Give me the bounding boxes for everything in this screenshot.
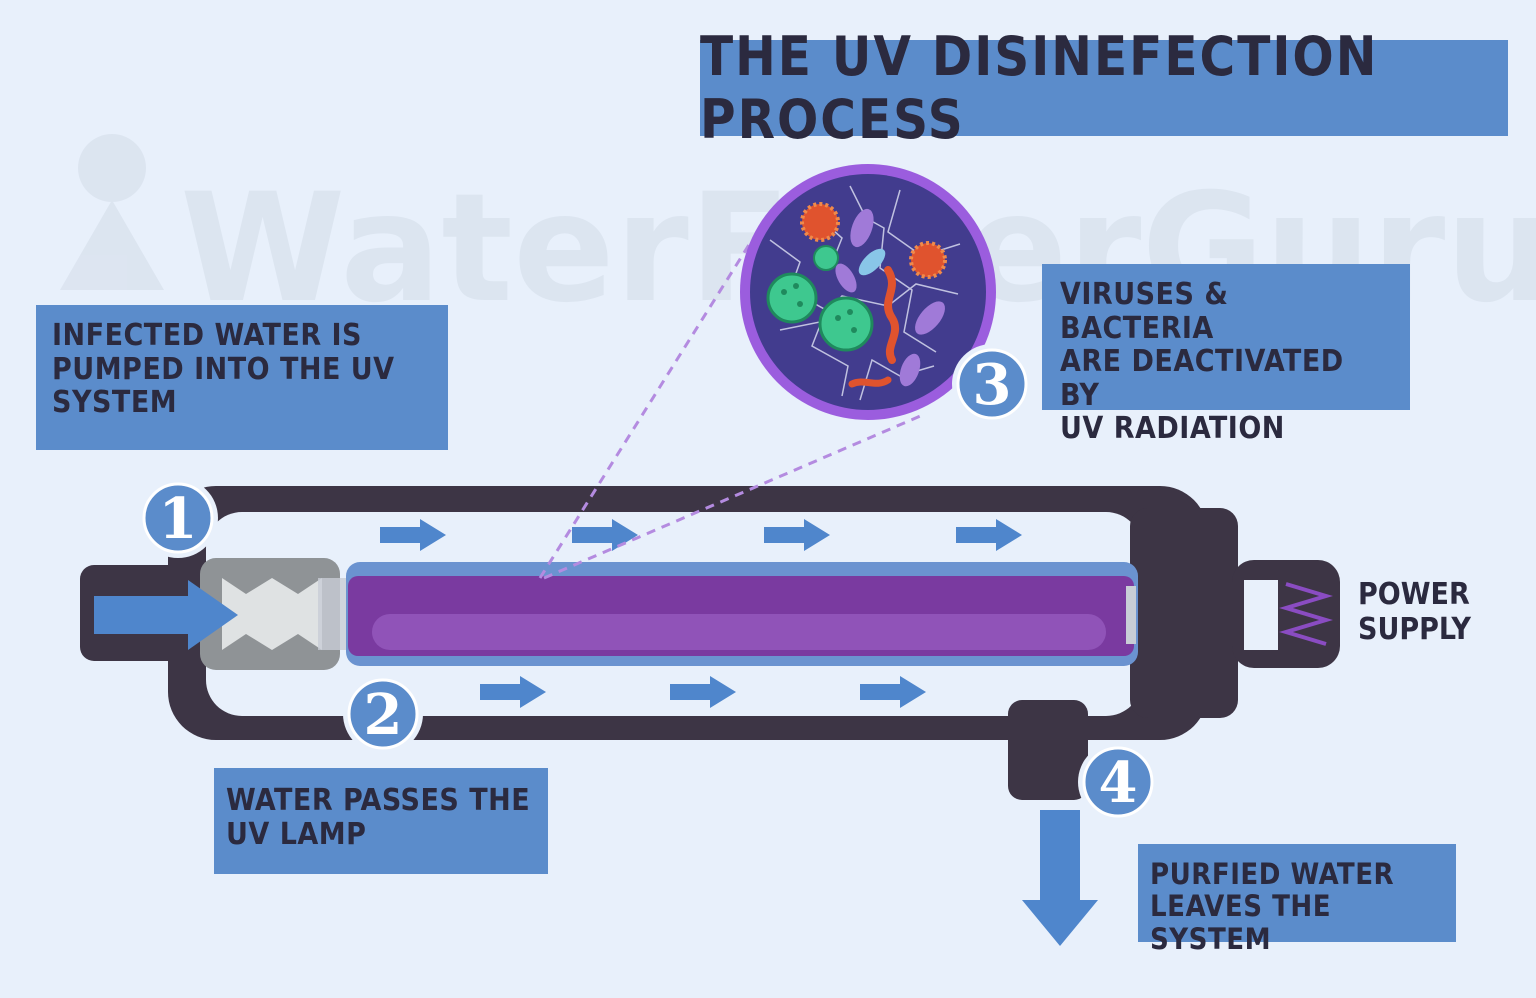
power-supply-label: POWER SUPPLY <box>1358 577 1471 647</box>
power-connector <box>1232 560 1340 668</box>
green-virus-icon <box>818 296 874 352</box>
red-bacteria-icon <box>848 376 892 388</box>
green-virus-icon <box>766 272 818 324</box>
step-badge-3: 3 <box>952 344 1032 424</box>
flow-arrows-bottom <box>480 676 926 708</box>
step-number: 3 <box>973 352 1012 418</box>
zoom-lines <box>538 239 926 580</box>
purple-bacteria-icon <box>915 301 945 335</box>
step-badge-2: 2 <box>343 674 423 754</box>
threaded-fitting <box>200 558 350 670</box>
purple-bacteria-icon <box>850 208 874 248</box>
step-badge-1: 1 <box>138 478 218 558</box>
flow-arrow <box>480 676 546 708</box>
blue-bacteria-icon <box>858 248 886 276</box>
outlet-flow-arrow <box>1022 810 1098 946</box>
red-bacteria-icon <box>884 266 900 364</box>
step-number: 4 <box>1099 750 1138 816</box>
step-2-label: WATER PASSES THE UV LAMP <box>214 768 548 874</box>
uv-lamp <box>346 562 1138 666</box>
red-virus-icon <box>909 241 947 279</box>
flow-arrow <box>572 519 638 551</box>
flow-arrow <box>860 676 926 708</box>
flow-arrow <box>380 519 446 551</box>
title-banner: THE UV DISINEFECTION PROCESS <box>700 25 1508 151</box>
inlet-flow-arrow <box>94 580 238 650</box>
flow-arrow <box>956 519 1022 551</box>
coil-icon <box>1279 582 1333 646</box>
step-number: 2 <box>364 682 403 748</box>
red-virus-icon <box>800 202 840 242</box>
step-4-label: PURFIED WATER LEAVES THE SYSTEM <box>1138 844 1456 955</box>
step-badge-4: 4 <box>1078 742 1158 822</box>
step-3-label: VIRUSES & BACTERIA ARE DEACTIVATED BY UV… <box>1042 264 1410 446</box>
flow-arrow <box>670 676 736 708</box>
microbe-magnifier <box>740 164 996 420</box>
purple-bacteria-icon <box>899 353 921 387</box>
step-number: 1 <box>159 486 198 552</box>
green-virus-icon <box>813 245 839 271</box>
purple-bacteria-icon <box>835 263 857 293</box>
page-title: THE UV DISINEFECTION PROCESS <box>700 25 1379 151</box>
flow-arrow <box>764 519 830 551</box>
flow-arrows-top <box>380 519 1022 551</box>
step-1-label: INFECTED WATER IS PUMPED INTO THE UV SYS… <box>36 305 448 450</box>
